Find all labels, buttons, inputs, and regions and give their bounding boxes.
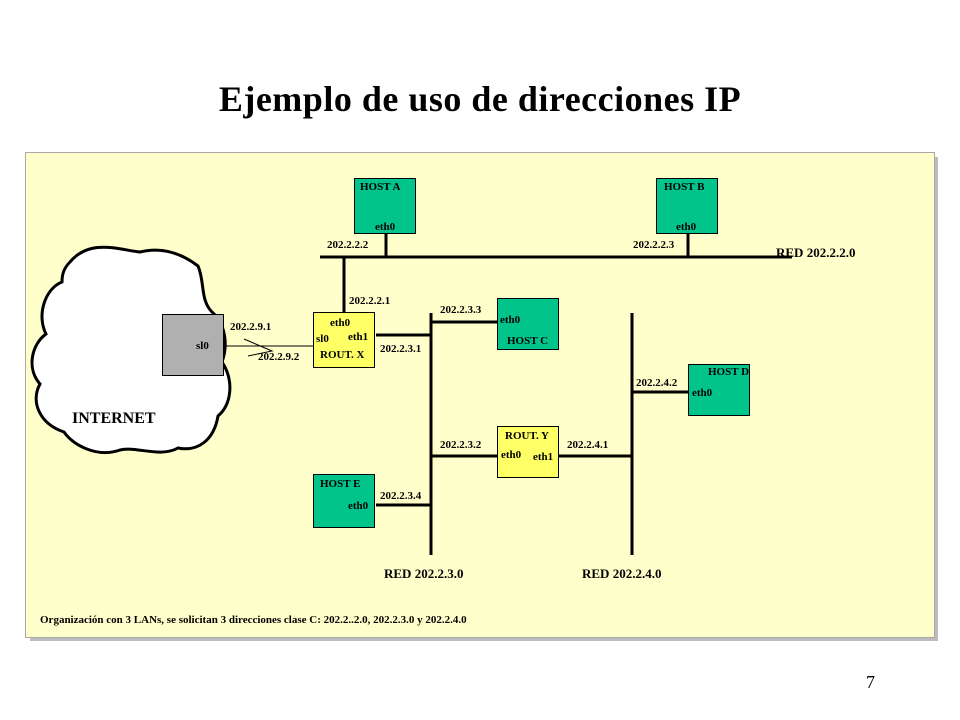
internet-device	[162, 314, 224, 376]
router-x	[313, 312, 375, 368]
router-x-eth1-port: eth1	[348, 331, 369, 343]
host-c-ip: 202.2.3.3	[440, 304, 482, 316]
host-e-ip: 202.2.3.4	[380, 490, 422, 502]
host-e-port: eth0	[348, 500, 369, 512]
host-b-ip: 202.2.2.3	[633, 239, 675, 251]
host-b-name: HOST B	[664, 181, 705, 193]
internet-label: INTERNET	[72, 410, 156, 427]
host-c-name: HOST C	[507, 335, 549, 347]
host-a-name: HOST A	[360, 181, 401, 193]
host-b	[656, 178, 718, 234]
host-a	[354, 178, 416, 234]
router-x-sl0-port: sl0	[316, 333, 329, 345]
router-y-ip-eth0: 202.2.3.2	[440, 439, 482, 451]
router-y-eth0-port: eth0	[501, 449, 522, 461]
router-x-ip-eth1: 202.2.3.1	[380, 343, 422, 355]
router-y-name: ROUT. Y	[505, 430, 549, 442]
host-e-name: HOST E	[320, 478, 361, 490]
router-x-ip-eth0: 202.2.2.1	[349, 295, 391, 307]
red-202-2-4-0-label: RED 202.2.4.0	[582, 566, 662, 581]
router-y	[497, 426, 559, 478]
internet-device-port: sl0	[196, 340, 209, 352]
router-y-eth1-port: eth1	[533, 451, 554, 463]
router-y-ip-eth1: 202.2.4.1	[567, 439, 609, 451]
host-e	[313, 474, 375, 528]
host-d-ip: 202.2.4.2	[636, 377, 678, 389]
host-a-port: eth0	[375, 221, 396, 233]
serial-link-zigzag	[243, 338, 274, 357]
host-d	[688, 364, 750, 416]
router-x-eth0-port: eth0	[330, 317, 351, 329]
diagram-caption: Organización con 3 LANs, se solicitan 3 …	[40, 614, 467, 626]
router-x-ip-sl0: 202.2.9.2	[258, 351, 300, 363]
host-c-port: eth0	[500, 314, 521, 326]
host-c	[497, 298, 559, 350]
page-title: Ejemplo de uso de direcciones IP	[218, 79, 742, 119]
page-number: 7	[866, 672, 875, 692]
remote-ip-sl0: 202.2.9.1	[230, 321, 272, 333]
host-d-name: HOST D	[708, 366, 750, 378]
router-x-name: ROUT. X	[320, 349, 365, 361]
host-a-ip: 202.2.2.2	[327, 239, 369, 251]
internet-cloud	[30, 245, 232, 455]
red-202-2-2-0-label: RED 202.2.2.0	[776, 245, 856, 260]
red-202-2-3-0-label: RED 202.2.3.0	[384, 566, 464, 581]
host-d-port: eth0	[692, 387, 713, 399]
host-b-port: eth0	[676, 221, 697, 233]
